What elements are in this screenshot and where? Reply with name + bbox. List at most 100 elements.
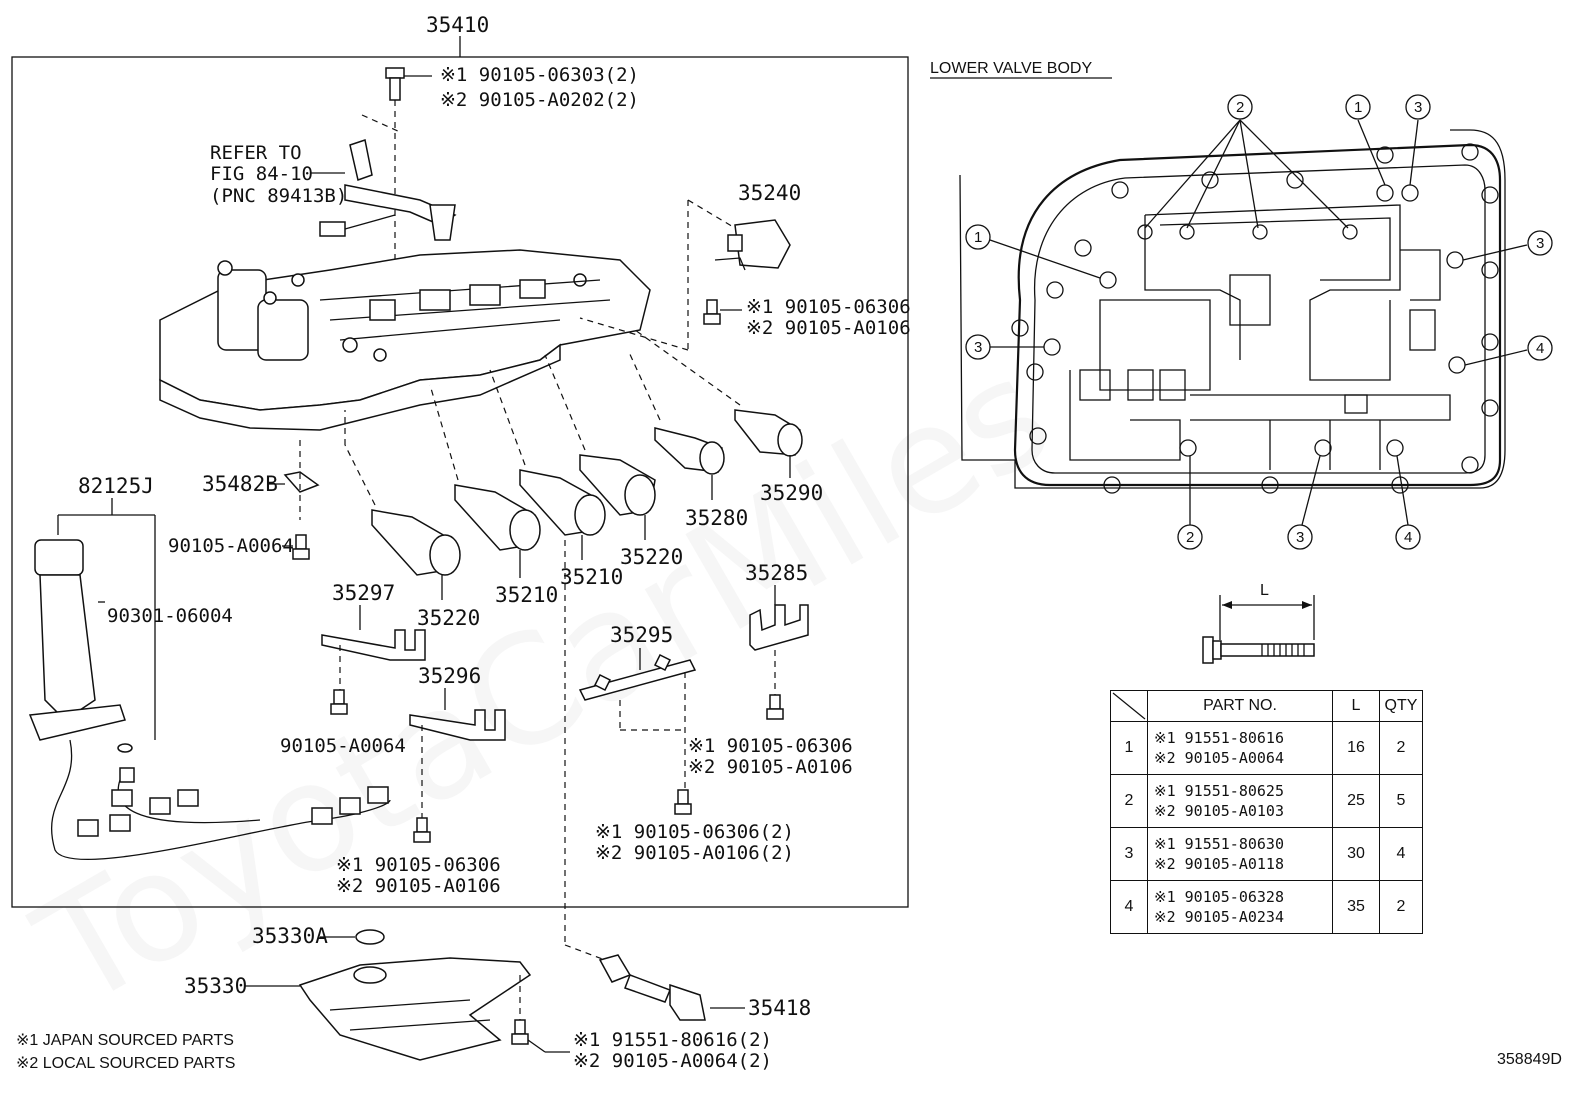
solenoid-bolt-callout-2: ※2 90105-A0106	[746, 317, 911, 339]
refer-note-line-3: (PNC 89413B)	[210, 185, 347, 207]
part-35240: 35240	[738, 181, 801, 205]
filter-35330-icon	[298, 957, 532, 1061]
part-35220-right: 35220	[620, 545, 683, 569]
callout-4-right: 4	[1527, 335, 1553, 361]
part-35210-mid: 35210	[495, 583, 558, 607]
diagram-id: 358849D	[1497, 1051, 1562, 1068]
harness-82125j-icon	[28, 539, 391, 861]
svg-text:3: 3	[1536, 235, 1544, 252]
length-cell: 25	[1332, 774, 1380, 828]
table-row: 2 ※1 91551-80625※2 90105-A0103 25 5	[1110, 774, 1423, 828]
callout-3-left: 3	[965, 334, 991, 360]
part-90301-06004: 90301-06004	[107, 605, 233, 627]
bolt-lower-mid-icon	[674, 789, 692, 815]
length-cell: 30	[1332, 827, 1380, 881]
length-cell: 16	[1332, 721, 1380, 775]
solenoid-35220-right-icon	[544, 354, 656, 540]
solenoid-35210-right-icon	[489, 369, 606, 560]
callout-3-top: 3	[1405, 94, 1431, 120]
svg-text:4: 4	[1404, 529, 1412, 546]
row-number: 3	[1110, 827, 1148, 881]
filter-bolt-callout-1: ※1 91551-80616(2)	[573, 1029, 772, 1051]
part-82125j: 82125J	[78, 474, 154, 498]
part-number-cell: ※1 91551-80616※2 90105-A0064	[1147, 721, 1333, 775]
top-bolt-callout-2: ※2 90105-A0202(2)	[440, 89, 639, 111]
bolt-90105-a0064-a-icon	[292, 534, 310, 560]
part-35290: 35290	[760, 481, 823, 505]
table-row: 1 ※1 91551-80616※2 90105-A0064 16 2	[1110, 721, 1423, 775]
solenoid-35290-icon	[634, 329, 803, 478]
solenoid-35210-mid-icon	[429, 384, 541, 578]
dimension-label: L	[1260, 582, 1269, 599]
lower-mid-bolt-callout-2: ※2 90105-A0106(2)	[595, 842, 794, 864]
table-row: 3 ※1 91551-80630※2 90105-A0118 30 4	[1110, 827, 1423, 881]
solenoid-bolt-callout-1: ※1 90105-06306	[746, 296, 911, 318]
row-number: 4	[1110, 880, 1148, 934]
bolt-35285-icon	[766, 694, 784, 720]
part-35297: 35297	[332, 581, 395, 605]
part-90105-a0064-b: 90105-A0064	[280, 735, 406, 757]
bracket-35297-icon	[321, 629, 426, 690]
refer-note-line-2: FIG 84-10	[210, 163, 313, 185]
svg-text:2: 2	[1186, 529, 1194, 546]
lower-valve-body-title: LOWER VALVE BODY	[930, 60, 1092, 77]
part-35280: 35280	[685, 506, 748, 530]
svg-text:2: 2	[1236, 99, 1244, 116]
table-header-part-no: PART NO.	[1147, 690, 1333, 722]
part-35330a: 35330A	[252, 924, 328, 948]
legend-line-1: ※1 JAPAN SOURCED PARTS	[16, 1032, 234, 1049]
part-35295: 35295	[610, 623, 673, 647]
filter-bolt-icon	[511, 1019, 529, 1045]
svg-text:4: 4	[1536, 340, 1544, 357]
callout-3-bottom: 3	[1287, 524, 1313, 550]
lower-valve-body-drawing	[959, 119, 1528, 526]
filter-bolt-callout-2: ※2 90105-A0064(2)	[573, 1050, 772, 1072]
right-mid-bolt-callout-2: ※2 90105-A0106	[688, 756, 853, 778]
table-header-row: PART NO. L QTY	[1110, 690, 1423, 722]
row-number: 1	[1110, 721, 1148, 775]
table-header-qty: QTY	[1379, 690, 1423, 722]
refer-note-line-1: REFER TO	[210, 142, 302, 164]
svg-text:3: 3	[1414, 99, 1422, 116]
lower-left-bolt-callout-2: ※2 90105-A0106	[336, 875, 501, 897]
bracket-35295-icon	[578, 653, 697, 790]
table-row: 4 ※1 90105-06328※2 90105-A0234 35 2	[1110, 880, 1423, 934]
part-35482b: 35482B	[202, 472, 278, 496]
bracket-35296-icon	[409, 709, 506, 818]
part-number-cell: ※1 91551-80625※2 90105-A0103	[1147, 774, 1333, 828]
row-number: 2	[1110, 774, 1148, 828]
bolt-length-diagram	[1202, 595, 1315, 664]
qty-cell: 4	[1379, 827, 1423, 881]
bolt-spec-table: PART NO. L QTY 1 ※1 91551-80616※2 90105-…	[1110, 690, 1423, 934]
svg-text:3: 3	[974, 339, 982, 356]
connector-35418-icon	[598, 954, 706, 1021]
callout-1-top: 1	[1345, 94, 1371, 120]
length-cell: 35	[1332, 880, 1380, 934]
solenoid-35280-icon	[627, 349, 725, 500]
harness-bracket-icon	[319, 114, 457, 241]
svg-text:1: 1	[1354, 99, 1362, 116]
clip-35482b-icon	[283, 440, 320, 520]
lower-left-bolt-callout-1: ※1 90105-06306	[336, 854, 501, 876]
part-35220-left: 35220	[417, 606, 480, 630]
clip-35285-icon	[749, 604, 809, 695]
table-corner-cell	[1110, 690, 1148, 722]
main-assembly-number: 35410	[426, 13, 489, 37]
part-number-cell: ※1 91551-80630※2 90105-A0118	[1147, 827, 1333, 881]
part-35330: 35330	[184, 974, 247, 998]
bolt-lower-left-icon	[413, 817, 431, 843]
solenoid-35240-icon	[579, 199, 791, 351]
qty-cell: 2	[1379, 721, 1423, 775]
part-35296: 35296	[418, 664, 481, 688]
qty-cell: 2	[1379, 880, 1423, 934]
callout-4-bottom: 4	[1395, 524, 1421, 550]
svg-text:1: 1	[974, 229, 982, 246]
qty-cell: 5	[1379, 774, 1423, 828]
part-90105-a0064-a: 90105-A0064	[168, 535, 294, 557]
legend-line-2: ※2 LOCAL SOURCED PARTS	[16, 1055, 235, 1072]
part-35285: 35285	[745, 561, 808, 585]
callout-3-right: 3	[1527, 230, 1553, 256]
bolt-90105-a0064-b-icon	[330, 689, 348, 715]
svg-text:3: 3	[1296, 529, 1304, 546]
